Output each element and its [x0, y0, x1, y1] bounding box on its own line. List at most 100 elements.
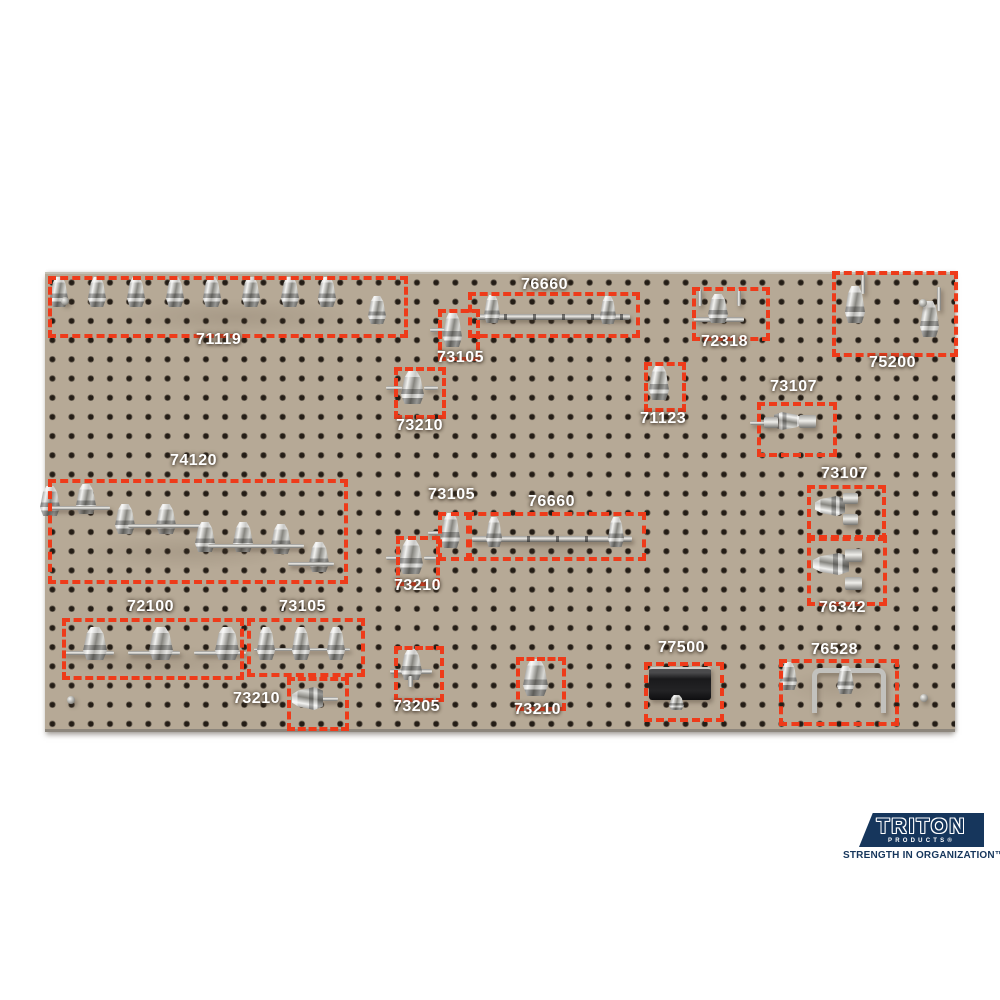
- multi-prong-rail-graphic: [478, 314, 630, 320]
- part-label-73210-upper: 73210: [396, 417, 443, 434]
- annotation-box-71123: [644, 362, 686, 412]
- peg-hook-graphic: [608, 517, 624, 547]
- part-label-73105-bottom: 73105: [279, 598, 326, 615]
- part-label-76528: 76528: [811, 641, 858, 658]
- annotation-box-73105-bottom: [247, 618, 365, 677]
- part-label-73107-upper: 73107: [770, 378, 817, 395]
- part-label-73210-mid: 73210: [394, 577, 441, 594]
- peg-hook-graphic: [166, 277, 184, 307]
- hook-rod-graphic: [208, 544, 304, 548]
- peg-hook-graphic: [203, 277, 221, 307]
- peg-hook-graphic: [486, 517, 502, 547]
- part-label-71119: 71119: [196, 331, 242, 348]
- part-label-73105-top: 73105: [437, 349, 484, 366]
- hook-wire-graphic: [698, 289, 702, 306]
- peg-hook-graphic: [281, 277, 299, 307]
- hook-wire-graphic: [408, 676, 413, 687]
- annotation-box-77500: [644, 662, 724, 722]
- hook-rod-graphic: [424, 386, 438, 390]
- hook-rod-graphic: [128, 524, 206, 528]
- hook-rod-graphic: [386, 556, 400, 560]
- part-label-76660-top: 76660: [521, 276, 568, 293]
- tool-holder-graphic: [649, 667, 711, 700]
- part-label-73107-lower: 73107: [821, 465, 868, 482]
- annotation-box-73105-top: [438, 309, 480, 361]
- hook-rod-graphic: [320, 697, 338, 701]
- hook-wire-graphic: [737, 289, 741, 306]
- annotation-box-73210-bottom-mid: [516, 657, 566, 711]
- annotation-box-71119: [48, 276, 408, 338]
- peg-hook-graphic: [837, 666, 854, 694]
- part-label-77500: 77500: [658, 639, 705, 656]
- triton-products-line: PRODUCTS®: [888, 837, 955, 844]
- triton-brand-name: TRITON: [876, 814, 967, 838]
- peg-hook-graphic: [920, 301, 939, 337]
- part-label-72100: 72100: [127, 598, 174, 615]
- hook-wire-graphic: [937, 287, 941, 311]
- hook-flange-graphic: [845, 549, 862, 562]
- multi-prong-rail-graphic: [472, 536, 632, 542]
- annotation-box-76660-top: [468, 292, 640, 338]
- part-label-73205: 73205: [393, 698, 440, 715]
- annotation-box-73210-mid: [396, 536, 440, 586]
- annotation-box-73107-lower: [807, 485, 886, 541]
- annotation-box-76660-mid: [466, 512, 646, 561]
- triton-tagline: STRENGTH IN ORGANIZATION™: [843, 850, 1000, 861]
- peg-hook-graphic: [780, 662, 797, 690]
- hook-rod-graphic: [48, 506, 110, 510]
- annotation-box-73105-mid: [438, 512, 472, 561]
- annotation-box-72318: [692, 287, 770, 341]
- part-label-73210-bottom-mid: 73210: [514, 701, 561, 718]
- peg-hook-graphic: [441, 513, 460, 548]
- part-label-73105-mid: 73105: [428, 486, 475, 503]
- part-label-75200: 75200: [869, 354, 916, 371]
- peg-hook-graphic: [401, 371, 424, 404]
- peg-hook-graphic: [292, 627, 310, 660]
- pegboard: [45, 272, 955, 732]
- hook-flange-graphic: [764, 417, 778, 428]
- hook-flange-graphic: [843, 514, 858, 525]
- hook-rod-graphic: [424, 556, 436, 560]
- annotation-box-72100: [62, 618, 244, 680]
- part-label-76342: 76342: [819, 599, 866, 616]
- part-label-73210-bottom-left: 73210: [233, 690, 280, 707]
- peg-hook-graphic: [443, 312, 462, 347]
- peg-hook-graphic: [401, 649, 422, 680]
- peg-hook-graphic: [318, 277, 336, 307]
- peg-hook-graphic: [669, 695, 684, 710]
- peg-hook-graphic: [600, 296, 616, 324]
- annotation-box-75200: [832, 271, 958, 357]
- hook-rod-graphic: [288, 562, 334, 566]
- part-label-74120: 74120: [170, 452, 217, 469]
- peg-hook-graphic: [327, 627, 345, 660]
- annotation-box-76528: [779, 659, 899, 726]
- hook-flange-graphic: [845, 577, 862, 590]
- mounting-screw-graphic: [67, 696, 75, 704]
- part-label-76660-mid: 76660: [528, 493, 575, 510]
- annotation-box-76342: [807, 535, 887, 606]
- hook-flange-graphic: [799, 415, 816, 428]
- annotation-box-73107-upper: [757, 402, 837, 457]
- mounting-screw-graphic: [61, 297, 69, 305]
- peg-hook-graphic: [257, 627, 275, 660]
- mounting-screw-graphic: [920, 694, 928, 702]
- triton-logo: TRITON PRODUCTS®: [859, 813, 984, 847]
- hook-wire-graphic: [861, 272, 865, 294]
- part-label-71123: 71123: [640, 410, 687, 427]
- peg-hook-graphic: [88, 277, 106, 307]
- hook-rod-graphic: [428, 531, 442, 535]
- peg-hook-graphic: [708, 294, 728, 323]
- hook-flange-graphic: [843, 493, 858, 504]
- mounting-screw-graphic: [919, 299, 927, 307]
- part-label-72318: 72318: [701, 333, 748, 350]
- peg-hook-graphic: [368, 296, 386, 324]
- peg-hook-graphic: [127, 277, 145, 307]
- peg-hook-graphic: [649, 365, 669, 400]
- annotation-box-73210-bottom-left: [287, 677, 349, 731]
- annotation-box-74120: [48, 479, 348, 584]
- annotation-box-73210-upper: [394, 367, 446, 419]
- peg-hook-graphic: [484, 295, 500, 323]
- peg-hook-graphic: [845, 286, 865, 323]
- annotation-box-73205: [394, 646, 444, 702]
